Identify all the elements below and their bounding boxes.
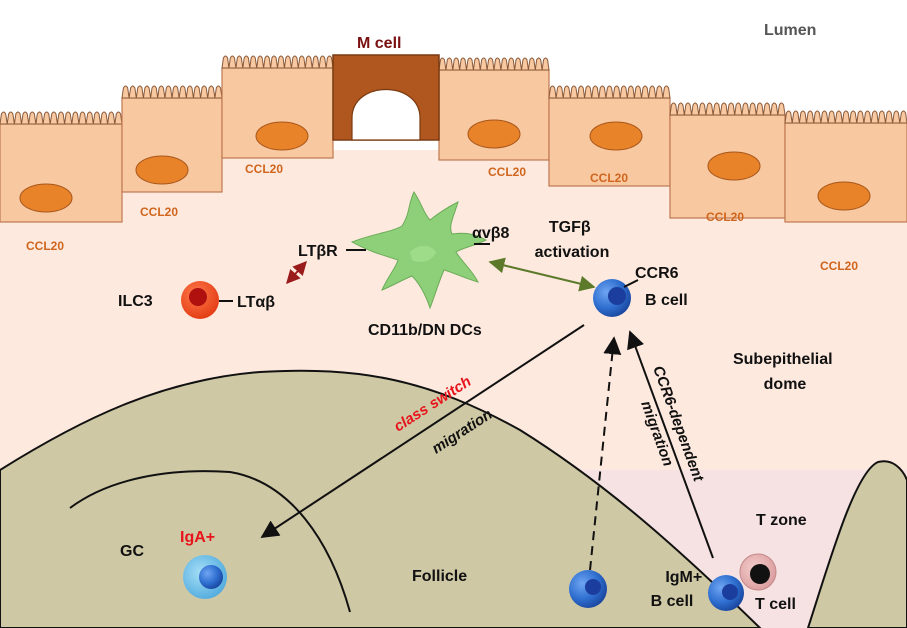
microvilli	[221, 55, 334, 69]
lt-beta-r-label: LTβR	[298, 243, 338, 260]
microvilli	[548, 85, 671, 99]
ccl20-label: CCL20	[820, 259, 858, 273]
ilc3-cell	[181, 281, 219, 319]
dashed-migration-arrow	[589, 336, 622, 571]
t-cell	[739, 553, 777, 591]
ccl20-label: CCL20	[245, 162, 283, 176]
lt-ab-label: LTαβ	[237, 294, 275, 311]
t-zone-label: T zone	[756, 512, 807, 529]
iga-b-cell	[183, 555, 227, 599]
nucleus	[707, 151, 761, 181]
ccl20-label: CCL20	[140, 205, 178, 219]
nucleus	[255, 121, 309, 151]
lt-interaction-arrow	[286, 260, 307, 285]
microvilli	[669, 102, 786, 116]
dendritic-cell	[350, 191, 488, 310]
igm-b-cell-label: IgM+ B cell	[651, 569, 707, 610]
nucleus	[135, 155, 189, 185]
m-cell-label: M cell	[357, 35, 401, 52]
nucleus	[817, 181, 871, 211]
ccl20-label: CCL20	[706, 210, 744, 224]
avb8-label: αvβ8	[472, 225, 510, 242]
epithelium	[0, 55, 907, 223]
ccr6-label: CCR6	[635, 265, 679, 282]
right-follicle-region	[806, 460, 907, 628]
nucleus	[589, 121, 643, 151]
tgfb-activation-arrow	[488, 257, 596, 292]
microvilli	[0, 111, 123, 125]
ilc3-label: ILC3	[118, 293, 153, 310]
ccr6-b-cell	[593, 279, 631, 317]
nucleus	[19, 183, 73, 213]
lumen-label: Lumen	[764, 22, 816, 39]
igm-b-cell	[708, 575, 744, 611]
tgfb-activation-label: TGFβ activation	[535, 219, 610, 261]
microvilli	[438, 57, 550, 71]
follicle-b-cell	[569, 570, 607, 608]
germinal-center-outline	[69, 470, 351, 613]
nucleus	[467, 119, 521, 149]
microvilli	[784, 110, 907, 124]
ccr6-receptor	[623, 279, 639, 288]
t-cell-label: T cell	[755, 596, 796, 613]
subepithelial-dome-label: Subepithelial dome	[733, 351, 837, 393]
ccl20-label: CCL20	[26, 239, 64, 253]
ccr6-dependent-migration-arrow	[627, 330, 714, 559]
ccl20-label: CCL20	[590, 171, 628, 185]
gc-label: GC	[120, 543, 144, 560]
microvilli	[121, 85, 223, 99]
m-cell	[332, 54, 440, 141]
ccl20-label: CCL20	[488, 165, 526, 179]
ccl20-labels: CCL20 CCL20 CCL20 CCL20 CCL20 CCL20 CCL2…	[26, 162, 858, 273]
class-switch-migration-arrow	[260, 324, 585, 538]
dc-label: CD11b/DN DCs	[368, 322, 482, 339]
iga-label: IgA+	[180, 529, 215, 546]
b-cell-label: B cell	[645, 292, 688, 309]
follicle-label: Follicle	[412, 568, 467, 585]
